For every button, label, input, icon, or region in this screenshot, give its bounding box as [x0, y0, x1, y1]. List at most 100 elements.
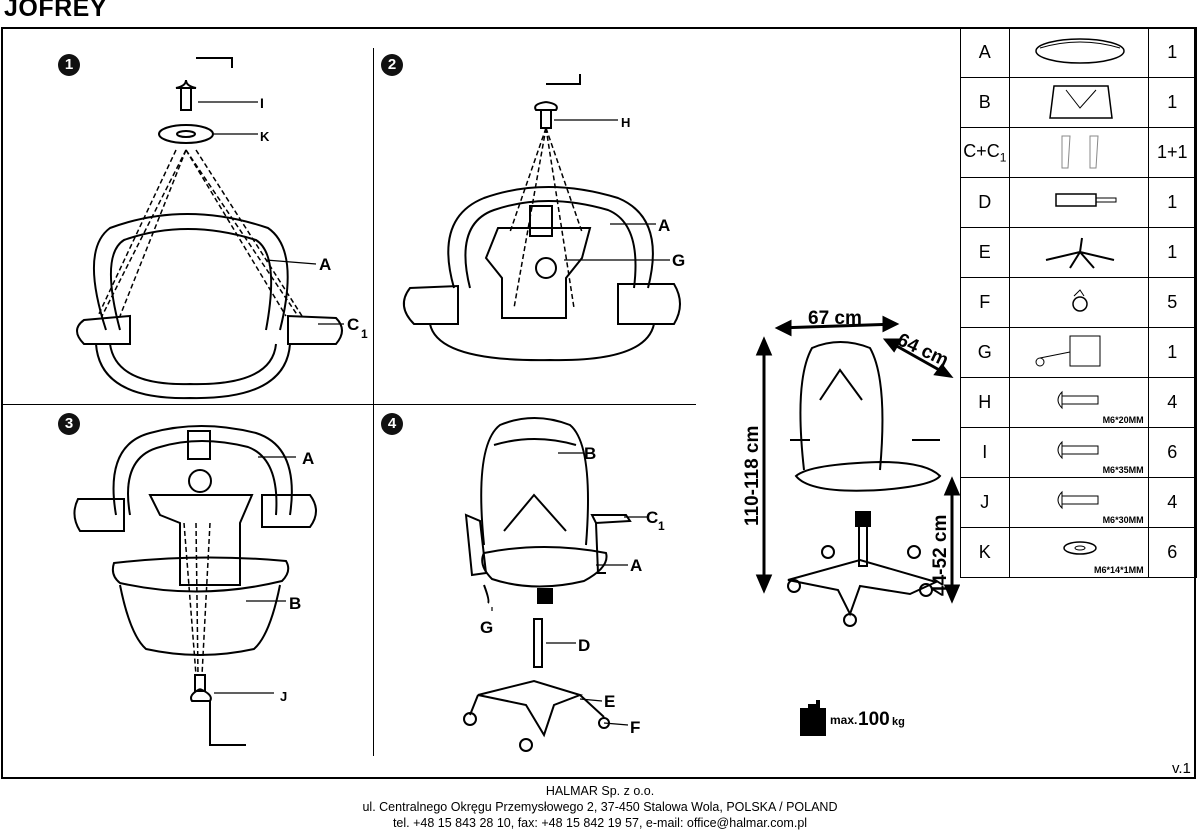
step-2-badge: 2 [381, 54, 403, 76]
part-quantity: 1 [1147, 227, 1198, 278]
label-B: B [289, 594, 301, 613]
part-code: B [960, 77, 1010, 128]
allen-key-icon [196, 57, 233, 68]
part-code-text: K [978, 542, 991, 562]
max-load-prefix: max. [830, 713, 857, 727]
part-quantity: 5 [1147, 277, 1198, 328]
label-C: C [347, 315, 359, 334]
footer-contact: tel. +48 15 843 28 10, fax: +48 15 842 1… [392, 816, 808, 830]
label-F: F [630, 718, 640, 737]
part-image-cell: M6*20MM [1008, 377, 1149, 428]
allen-key-icon [546, 74, 581, 85]
dimension-depth: 64 cm [894, 329, 952, 371]
part-code-text: G [977, 342, 992, 362]
label-C-subscript: 1 [361, 327, 368, 341]
part-code: J [960, 477, 1010, 528]
bolt-icon [1057, 440, 1099, 460]
part-code-text: I [982, 442, 988, 462]
dimension-height: 110-118 cm [742, 426, 763, 526]
part-spec: M6*30MM [1102, 515, 1144, 525]
part-code-text: C+C [963, 140, 1000, 161]
dimension-width: 67 cm [808, 308, 862, 329]
washer-icon [1062, 541, 1097, 555]
step-3-diagram: A B J [73, 425, 317, 746]
part-code: F [960, 277, 1010, 328]
part-code-text: J [980, 492, 990, 512]
label-C-subscript: 1 [658, 519, 665, 533]
label-G: G [672, 251, 685, 270]
dimension-seat-height: 44-52 cm [930, 515, 951, 596]
max-load: max. 100 kg [798, 696, 918, 740]
part-code: I [960, 427, 1010, 478]
part-image-cell [1008, 327, 1149, 378]
part-image-cell: M6*14*1MM [1008, 527, 1149, 578]
label-K: K [260, 129, 270, 144]
backrest-icon [1048, 85, 1113, 119]
label-G: G [480, 618, 493, 637]
step-4-badge: 4 [381, 413, 403, 435]
part-image-cell [1008, 277, 1149, 328]
label-I: I [260, 95, 264, 111]
bolt-icon [1057, 490, 1099, 510]
part-image-cell [1008, 127, 1149, 178]
caster-icon [1071, 289, 1088, 312]
part-code: D [960, 177, 1010, 228]
label-E: E [604, 692, 615, 711]
divider-horizontal-step [2, 404, 696, 405]
allen-key-icon [209, 701, 246, 746]
part-quantity: 1 [1147, 27, 1198, 78]
armrests-icon [1061, 135, 1099, 169]
version-label: v.1 [1172, 760, 1191, 777]
part-image-cell: M6*35MM [1008, 427, 1149, 478]
step-1-badge: 1 [58, 54, 80, 76]
part-quantity: 6 [1147, 427, 1198, 478]
seat-cushion-icon [1034, 38, 1125, 64]
label-A: A [302, 449, 314, 468]
star-base-icon [1045, 237, 1114, 269]
step-1-diagram: I K A C 1 [76, 57, 368, 400]
part-quantity: 1 [1147, 177, 1198, 228]
part-code-text: E [978, 242, 991, 262]
part-quantity: 6 [1147, 527, 1198, 578]
document-title: JOFREY [4, 0, 108, 22]
part-spec: M6*35MM [1102, 465, 1144, 475]
label-B: B [584, 444, 596, 463]
part-code: E [960, 227, 1010, 278]
part-code-text: A [978, 42, 991, 62]
part-spec: M6*14*1MM [1094, 565, 1144, 575]
weight-icon [800, 700, 826, 736]
label-A: A [319, 255, 331, 274]
gas-lift-icon [1054, 193, 1117, 207]
part-quantity: 1 [1147, 77, 1198, 128]
footer-address: ul. Centralnego Okręgu Przemysłowego 2, … [362, 800, 838, 814]
part-code: G [960, 327, 1010, 378]
step-3-badge: 3 [58, 413, 80, 435]
tilt-mechanism-icon [1035, 335, 1101, 367]
part-code-subscript: 1 [999, 150, 1007, 165]
part-image-cell [1008, 177, 1149, 228]
label-C: C [646, 508, 658, 527]
part-image-cell [1008, 227, 1149, 278]
footer-company: HALMAR Sp. z o.o. [545, 784, 655, 798]
label-A: A [658, 216, 670, 235]
part-code-text: B [978, 92, 991, 112]
label-H: H [621, 115, 630, 130]
part-image-cell [1008, 27, 1149, 78]
part-image-cell [1008, 77, 1149, 128]
part-spec: M6*20MM [1102, 415, 1144, 425]
dimension-drawing: 67 cm 64 cm 110-118 cm 44-52 cm [742, 308, 960, 627]
divider-vertical-step [373, 48, 374, 756]
part-code-text: F [979, 292, 991, 312]
part-code-text: D [978, 192, 992, 212]
